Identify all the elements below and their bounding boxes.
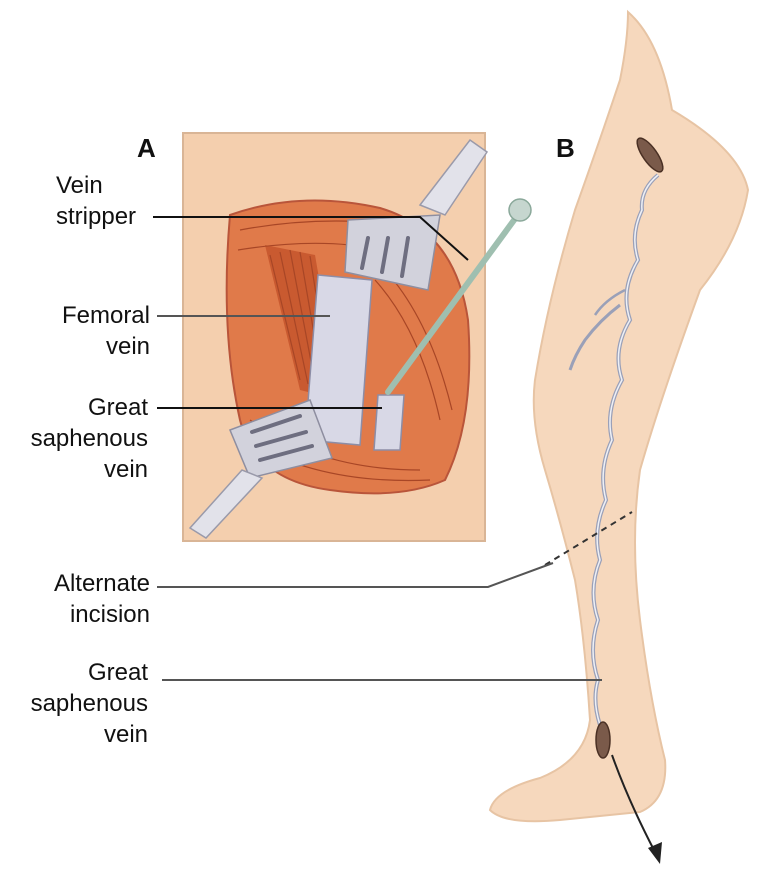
leader-lines [153, 216, 602, 681]
label-great-saphenous-vein-b: Great saphenous vein [30, 659, 148, 748]
leader-alternate-incision [157, 562, 554, 588]
label-alternate-incision: Alternate incision [53, 570, 150, 628]
panel-b-leg [488, 9, 750, 864]
leader-vein-stripper [153, 216, 469, 261]
panel-b-letter: B [556, 133, 575, 163]
panel-a-letter: A [137, 133, 156, 163]
label-great-saphenous-vein-a: Great saphenous vein [30, 394, 148, 483]
label-femoral-vein: Femoral vein [61, 302, 150, 360]
panel-a-inset [182, 132, 532, 542]
label-vein-stripper: Vein stripper [56, 172, 137, 230]
